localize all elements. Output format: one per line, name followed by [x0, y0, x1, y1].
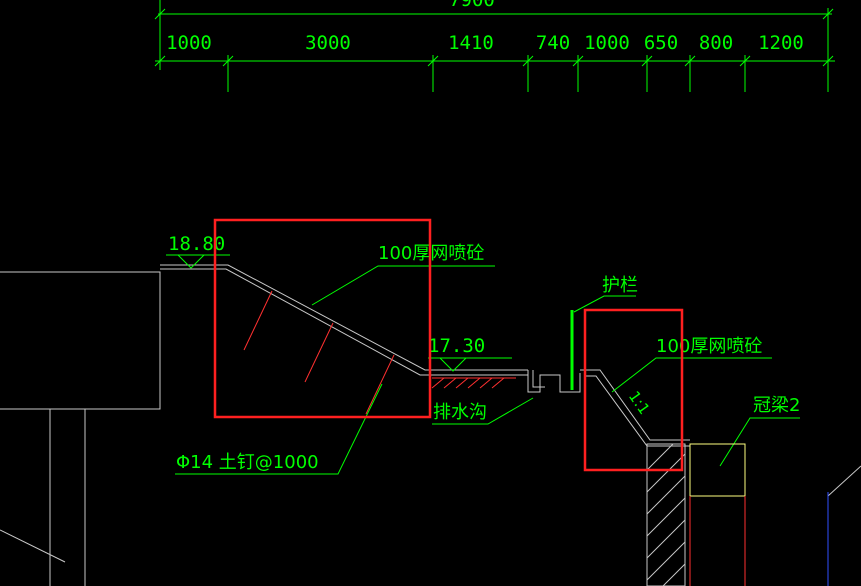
dim-segment-6: 650: [644, 32, 678, 54]
highlight-box-right: [583, 308, 684, 472]
label-slope-ratio: 1:1: [625, 388, 654, 418]
label-drain: 排水沟: [433, 402, 487, 423]
dim-segment-7: 800: [699, 32, 733, 54]
dim-segment-5: 1000: [584, 32, 630, 54]
crown-beam: [689, 443, 746, 497]
leader-lines: [175, 265, 800, 475]
soil-nails: [243, 290, 395, 415]
building-outline: [0, 271, 161, 586]
edge-line-diagonal: [827, 465, 861, 497]
dim-segment-2: 3000: [305, 32, 351, 54]
label-soil-nail: Φ14 土钉@1000: [176, 452, 319, 473]
elevation-marker-top: [166, 254, 230, 269]
dimension-chain: [154, 0, 835, 92]
elevation-marker-lower: [428, 357, 512, 372]
dim-segment-8: 1200: [758, 32, 804, 54]
label-railing: 护栏: [602, 275, 638, 296]
label-shotcrete-right: 100厚网喷砼: [656, 336, 762, 357]
highlight-box-left: [213, 218, 432, 419]
pile: [689, 496, 746, 586]
elevation-lower-label: 17.30: [428, 335, 485, 357]
elevation-top-label: 18.80: [168, 233, 225, 255]
dim-segment-4: 740: [536, 32, 570, 54]
retaining-wall: [646, 443, 686, 586]
dim-overall: 7900: [449, 0, 495, 11]
dim-segment-3: 1410: [448, 32, 494, 54]
dim-segment-1: 1000: [166, 32, 212, 54]
ground-hatch: [431, 377, 516, 389]
label-crown-beam: 冠梁2: [753, 395, 800, 416]
